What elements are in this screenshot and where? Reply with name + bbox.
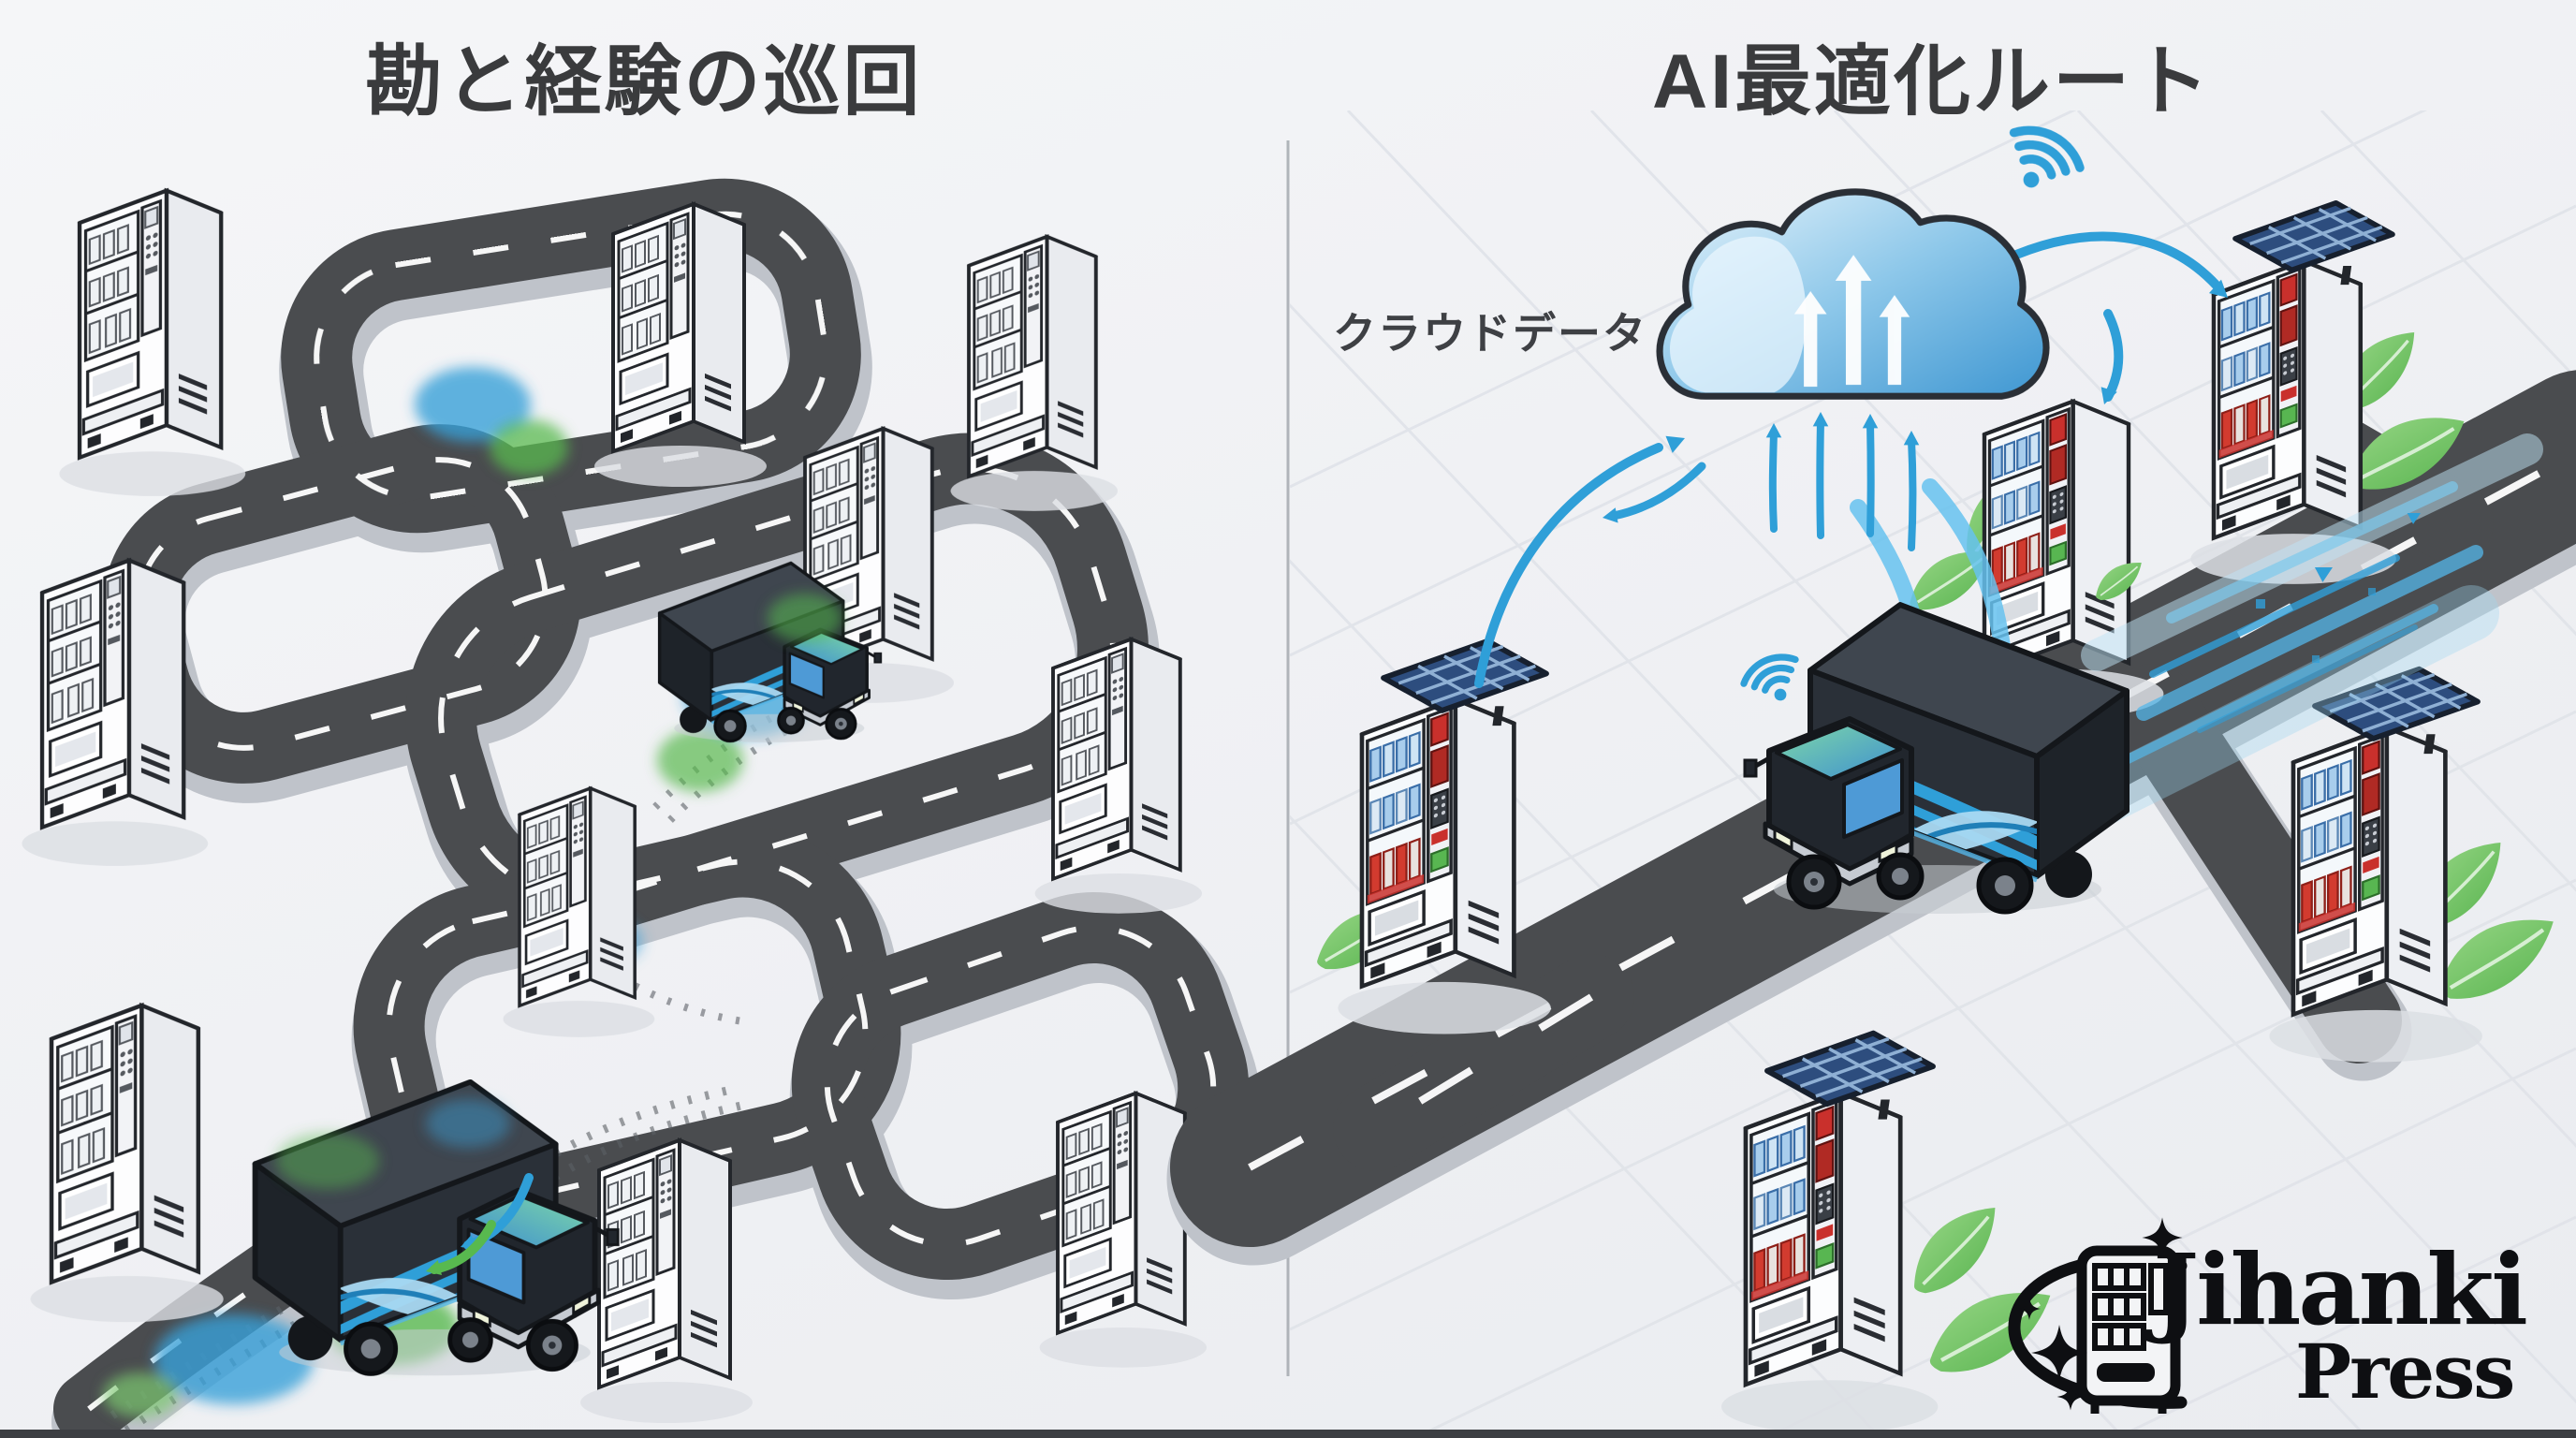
vending-machine [501, 786, 657, 1039]
left-panel-title: 勘と経験の巡回 [365, 39, 923, 125]
vending-machine [1032, 637, 1205, 916]
bottom-border [0, 1430, 2576, 1438]
vending-machine [31, 1005, 224, 1322]
wifi-icon [1739, 649, 1809, 712]
brand-logo [2008, 1217, 2188, 1414]
vending-machine [22, 561, 208, 866]
wifi-icon [1995, 119, 2087, 204]
logo-wordmark: Jihanki [2153, 1232, 2528, 1347]
vending-machine-icon [2076, 1245, 2181, 1414]
leaf-icon [1912, 1206, 1998, 1295]
vending-machine [578, 1138, 754, 1425]
confused-arrows [423, 1173, 534, 1279]
paint-trail [276, 594, 842, 1189]
vending-machine [1721, 1093, 1938, 1432]
logo-wordmark-suffix: Press [2295, 1328, 2515, 1416]
cloud-data-label: クラウドデータ [1333, 309, 1647, 358]
data-particles [2256, 507, 2424, 663]
speed-lines [2149, 554, 2418, 733]
vending-machine [59, 191, 245, 496]
data-flow-arrows [1474, 231, 2234, 688]
cloud-icon [1660, 192, 2046, 396]
right-panel-title: AI最適化ルート [1651, 39, 2212, 125]
